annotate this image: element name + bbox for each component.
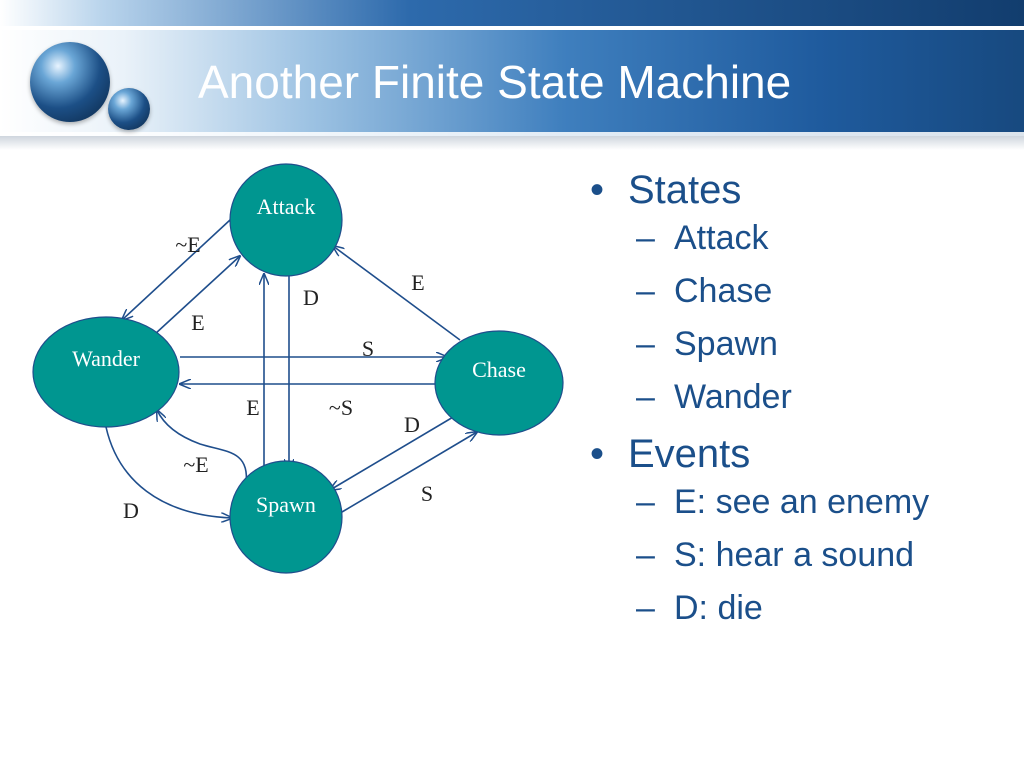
globe-logo-icon (22, 36, 162, 136)
slide-title: Another Finite State Machine (198, 56, 792, 108)
state-label-attack: Attack (257, 194, 316, 219)
label-wander-to-attack: E (191, 310, 204, 335)
label-wander-to-chase: S (362, 336, 374, 361)
dash-marker: – (636, 219, 655, 257)
state-node-wander: Wander (32, 316, 180, 428)
dash-marker: – (636, 483, 655, 521)
list-item: –S: hear a sound (636, 535, 1010, 576)
label-spawn-to-wander: ~E (183, 452, 208, 477)
dash-marker: – (636, 378, 655, 416)
header-divider-top (0, 26, 1024, 30)
event-item-e: E: see an enemy (674, 483, 930, 521)
state-node-attack: Attack (229, 163, 343, 277)
transition-edges (105, 219, 477, 518)
state-item-chase: Chase (674, 272, 773, 310)
edge-spawn-to-wander (157, 410, 248, 485)
events-list: –E: see an enemy –S: hear a sound –D: di… (636, 482, 1010, 629)
list-item: –Wander (636, 377, 1010, 418)
label-chase-to-wander: ~S (329, 395, 353, 420)
label-chase-to-attack: E (411, 270, 424, 295)
dash-marker: – (636, 536, 655, 574)
edge-wander-to-spawn (105, 426, 232, 518)
dash-marker: – (636, 272, 655, 310)
state-node-spawn: Spawn (229, 460, 343, 574)
state-label-chase: Chase (472, 357, 526, 382)
label-wander-to-spawn: D (123, 498, 139, 523)
event-item-d: D: die (674, 589, 763, 627)
list-item: –D: die (636, 588, 1010, 629)
label-spawn-to-chase: S (421, 481, 433, 506)
edge-chase-to-attack (333, 246, 461, 341)
large-globe-icon (30, 42, 110, 122)
bullet-marker: • (590, 168, 605, 212)
bullet-list: • States –Attack –Chase –Spawn –Wander •… (590, 166, 1010, 641)
edge-wander-to-attack (154, 256, 240, 335)
list-item: –Spawn (636, 324, 1010, 365)
events-section: • Events –E: see an enemy –S: hear a sou… (590, 430, 1010, 629)
edge-attack-to-wander (122, 219, 231, 320)
states-heading: States (628, 168, 742, 212)
states-list: –Attack –Chase –Spawn –Wander (636, 218, 1010, 418)
label-spawn-to-attack: E (246, 395, 259, 420)
edge-chase-to-spawn (330, 409, 466, 490)
events-heading: Events (628, 432, 751, 476)
state-item-wander: Wander (674, 378, 792, 416)
list-item: –Attack (636, 218, 1010, 259)
transition-labels: ~E E E D E S ~S D S ~E D (123, 232, 433, 523)
state-label-spawn: Spawn (256, 492, 316, 517)
event-item-s: S: hear a sound (674, 536, 915, 574)
state-machine-diagram: Attack Wander Chase Spawn ~E E E D E S ~… (32, 163, 564, 574)
dash-marker: – (636, 589, 655, 627)
bullet-events: • Events (590, 430, 1010, 478)
dash-marker: – (636, 325, 655, 363)
state-label-wander: Wander (72, 346, 141, 371)
edge-spawn-to-chase (341, 432, 477, 513)
state-item-spawn: Spawn (674, 325, 778, 363)
states-section: • States –Attack –Chase –Spawn –Wander (590, 166, 1010, 418)
small-globe-icon (108, 88, 150, 130)
state-node-chase: Chase (434, 330, 564, 436)
header-top-stripe (0, 0, 1024, 26)
state-item-attack: Attack (674, 219, 769, 257)
list-item: –Chase (636, 271, 1010, 312)
label-attack-to-spawn: D (303, 285, 319, 310)
bullet-states: • States (590, 166, 1010, 214)
header-divider-bottom (0, 132, 1024, 136)
label-attack-to-wander: ~E (175, 232, 200, 257)
label-chase-to-spawn: D (404, 412, 420, 437)
header-shadow (0, 136, 1024, 150)
list-item: –E: see an enemy (636, 482, 1010, 523)
bullet-marker: • (590, 432, 605, 476)
slide-header: Another Finite State Machine (0, 0, 1024, 140)
